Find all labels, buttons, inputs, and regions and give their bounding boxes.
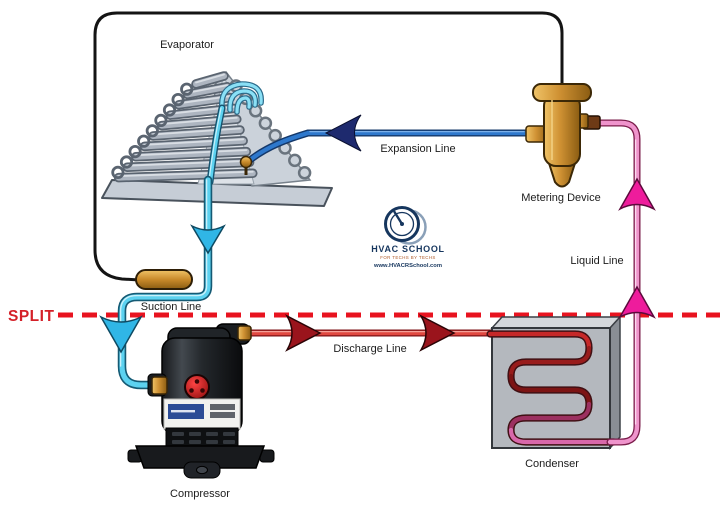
suction-arrow-large-icon [99, 315, 143, 354]
compressor [127, 323, 275, 479]
suction-arrow-small-icon [190, 224, 226, 255]
expansion-line-label: Expansion Line [380, 143, 455, 155]
evaporator-distributor [239, 155, 253, 175]
sensing-bulb-capillary [93, 11, 564, 282]
hvac-school-logo: HVAC SCHOOL FOR TECHS BY TECHS www.HVACR… [371, 206, 445, 269]
evaporator-label: Evaporator [160, 39, 214, 51]
liquid-arrow-1-icon [618, 177, 656, 211]
condenser-label: Condenser [525, 458, 579, 470]
sensing-bulb [135, 269, 193, 290]
discharge-arrow-2-icon [419, 314, 456, 352]
condenser [486, 315, 622, 450]
suction-line [117, 175, 213, 390]
compressor-suction-fitting [151, 376, 168, 395]
evaporator-left-loops [111, 82, 194, 179]
expansion-arrow-left-icon [324, 114, 362, 152]
liquid-line-label: Liquid Line [570, 255, 623, 267]
evaporator-suction-bends [206, 81, 264, 186]
condenser-coil [486, 330, 618, 446]
compressor-discharge-fitting [237, 325, 252, 341]
metering-device [525, 83, 601, 188]
compressor-emblem [184, 374, 210, 400]
split-label: SPLIT [8, 308, 54, 325]
suction-line-label: Suction Line [141, 301, 202, 313]
discharge-line-label: Discharge Line [333, 343, 406, 355]
discharge-arrow-1-icon [285, 314, 322, 352]
liquid-arrow-2-icon [618, 285, 656, 319]
evaporator-coil [101, 70, 333, 207]
logo-name: HVAC SCHOOL [371, 244, 445, 254]
metering-device-label: Metering Device [521, 192, 600, 204]
logo-website: www.HVACRSchool.com [373, 263, 442, 269]
logo-tagline: FOR TECHS BY TECHS [380, 255, 436, 260]
compressor-label: Compressor [170, 488, 230, 500]
